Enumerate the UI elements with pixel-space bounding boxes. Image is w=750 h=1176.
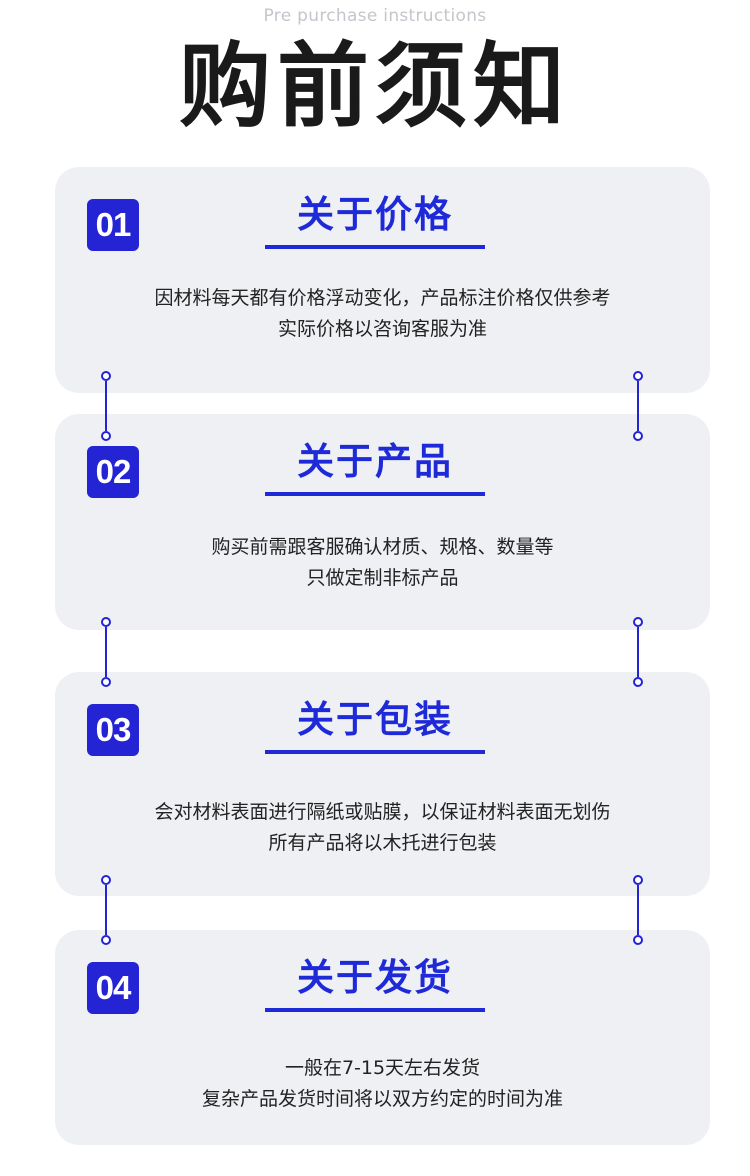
title-underline xyxy=(265,750,485,754)
connector-dot xyxy=(633,617,643,627)
description-line: 一般在7-15天左右发货 xyxy=(284,1057,481,1079)
section-description: 会对材料表面进行隔纸或贴膜，以保证材料表面无划伤 所有产品将以木托进行包装 xyxy=(55,797,710,859)
section-description: 因材料每天都有价格浮动变化，产品标注价格仅供参考 实际价格以咨询客服为准 xyxy=(55,283,710,345)
connector-line xyxy=(637,627,639,677)
description-line: 复杂产品发货时间将以双方约定的时间为准 xyxy=(201,1088,563,1110)
connector-dot xyxy=(633,431,643,441)
description-line: 因材料每天都有价格浮动变化，产品标注价格仅供参考 xyxy=(154,287,611,309)
page-subtitle: Pre purchase instructions xyxy=(263,6,487,26)
section-title: 关于发货 xyxy=(297,956,453,999)
card-connector-right xyxy=(633,617,643,687)
section-description: 一般在7-15天左右发货 复杂产品发货时间将以双方约定的时间为准 xyxy=(55,1053,710,1115)
connector-dot xyxy=(101,371,111,381)
title-underline xyxy=(265,492,485,496)
connector-dot xyxy=(633,677,643,687)
notice-card-packaging: 03 关于包装 会对材料表面进行隔纸或贴膜，以保证材料表面无划伤 所有产品将以木… xyxy=(55,672,710,896)
connector-line xyxy=(637,885,639,935)
card-connector-left xyxy=(101,875,111,945)
description-line: 所有产品将以木托进行包装 xyxy=(268,832,497,854)
section-number-badge: 02 xyxy=(87,446,139,498)
page-title: 购前须知 xyxy=(178,33,571,140)
section-title: 关于产品 xyxy=(297,440,453,483)
section-number-badge: 04 xyxy=(87,962,139,1014)
connector-dot xyxy=(101,431,111,441)
section-number-badge: 01 xyxy=(87,199,139,251)
description-line: 购买前需跟客服确认材质、规格、数量等 xyxy=(211,536,554,558)
section-number-badge: 03 xyxy=(87,704,139,756)
connector-line xyxy=(105,627,107,677)
connector-line xyxy=(637,381,639,431)
card-connector-left xyxy=(101,371,111,441)
notice-card-price: 01 关于价格 因材料每天都有价格浮动变化，产品标注价格仅供参考 实际价格以咨询… xyxy=(55,167,710,393)
card-connector-left xyxy=(101,617,111,687)
notice-card-product: 02 关于产品 购买前需跟客服确认材质、规格、数量等 只做定制非标产品 xyxy=(55,414,710,630)
connector-dot xyxy=(633,371,643,381)
card-connector-right xyxy=(633,371,643,441)
connector-dot xyxy=(101,875,111,885)
section-title: 关于价格 xyxy=(297,193,453,236)
connector-dot xyxy=(633,875,643,885)
connector-line xyxy=(105,381,107,431)
title-underline xyxy=(265,245,485,249)
notice-card-shipping: 04 关于发货 一般在7-15天左右发货 复杂产品发货时间将以双方约定的时间为准 xyxy=(55,930,710,1145)
connector-dot xyxy=(101,935,111,945)
section-title: 关于包装 xyxy=(297,698,453,741)
connector-dot xyxy=(101,617,111,627)
description-line: 只做定制非标产品 xyxy=(306,567,459,589)
connector-dot xyxy=(101,677,111,687)
title-underline xyxy=(265,1008,485,1012)
section-description: 购买前需跟客服确认材质、规格、数量等 只做定制非标产品 xyxy=(55,532,710,594)
connector-line xyxy=(105,885,107,935)
connector-dot xyxy=(633,935,643,945)
card-connector-right xyxy=(633,875,643,945)
description-line: 实际价格以咨询客服为准 xyxy=(277,318,487,340)
description-line: 会对材料表面进行隔纸或贴膜，以保证材料表面无划伤 xyxy=(154,801,611,823)
